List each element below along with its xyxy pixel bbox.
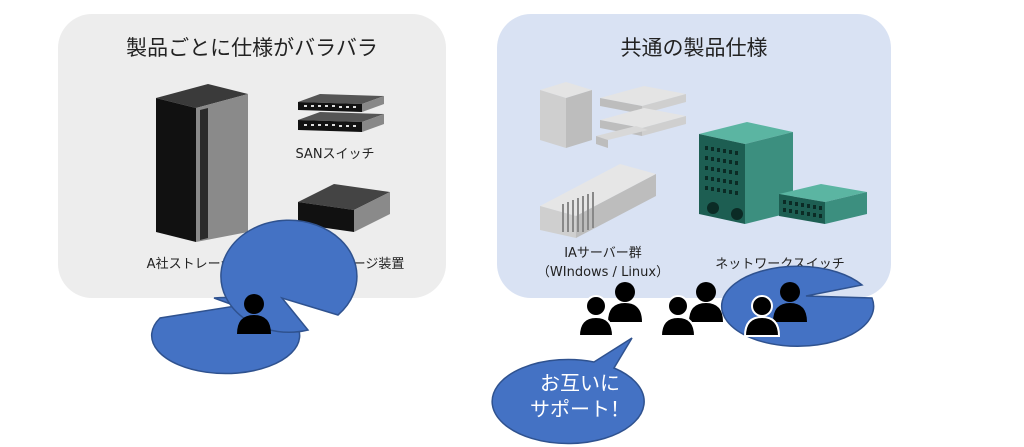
san-switch-label: SANスイッチ <box>295 147 375 162</box>
bubble-everyone-line1: みんな <box>897 247 957 271</box>
bubble-no-rest-line3: いない… <box>316 381 396 405</box>
bubble-no-rest-line1: 休めない、 <box>306 329 406 353</box>
bubble-help-line1: お互いに <box>540 371 620 395</box>
bubble-no-rest-line2: 代わりが <box>316 355 396 379</box>
right-panel <box>497 14 891 298</box>
san-switch-icon <box>298 94 384 132</box>
left-panel-title: 製品ごとに仕様がバラバラ <box>126 36 378 60</box>
ia-server-label: IAサーバー群 （WIndows / Linux） <box>508 244 698 282</box>
storage-a-icon <box>156 84 248 242</box>
bubble-only-me: 私しか できない… <box>28 296 178 348</box>
person-icon-group-2 <box>660 282 723 337</box>
bubble-help-line2: サポート！ <box>530 397 630 421</box>
ia-server-label-line1: IAサーバー群 <box>564 246 642 261</box>
network-switch-icon <box>699 122 867 224</box>
person-icon-group-1 <box>578 282 642 337</box>
person-icon-single <box>237 294 271 334</box>
person-icon-group-3 <box>744 282 807 337</box>
bubble-no-rest: 休めない、 代わりが いない… <box>286 328 426 406</box>
bubble-help-each-other: お互いに サポート！ <box>505 370 655 422</box>
bubble-help-shape <box>491 337 645 445</box>
bubble-only-me-line1: 私しか <box>73 297 133 321</box>
right-panel-title: 共通の製品仕様 <box>620 36 768 60</box>
ia-server-label-line2: （WIndows / Linux） <box>536 265 670 280</box>
server-group-icon <box>540 82 686 238</box>
bubble-everyone: みんな できる！ <box>862 246 992 298</box>
bubble-only-me-line2: できない… <box>53 323 153 347</box>
bubble-everyone-line2: できる！ <box>887 273 967 297</box>
